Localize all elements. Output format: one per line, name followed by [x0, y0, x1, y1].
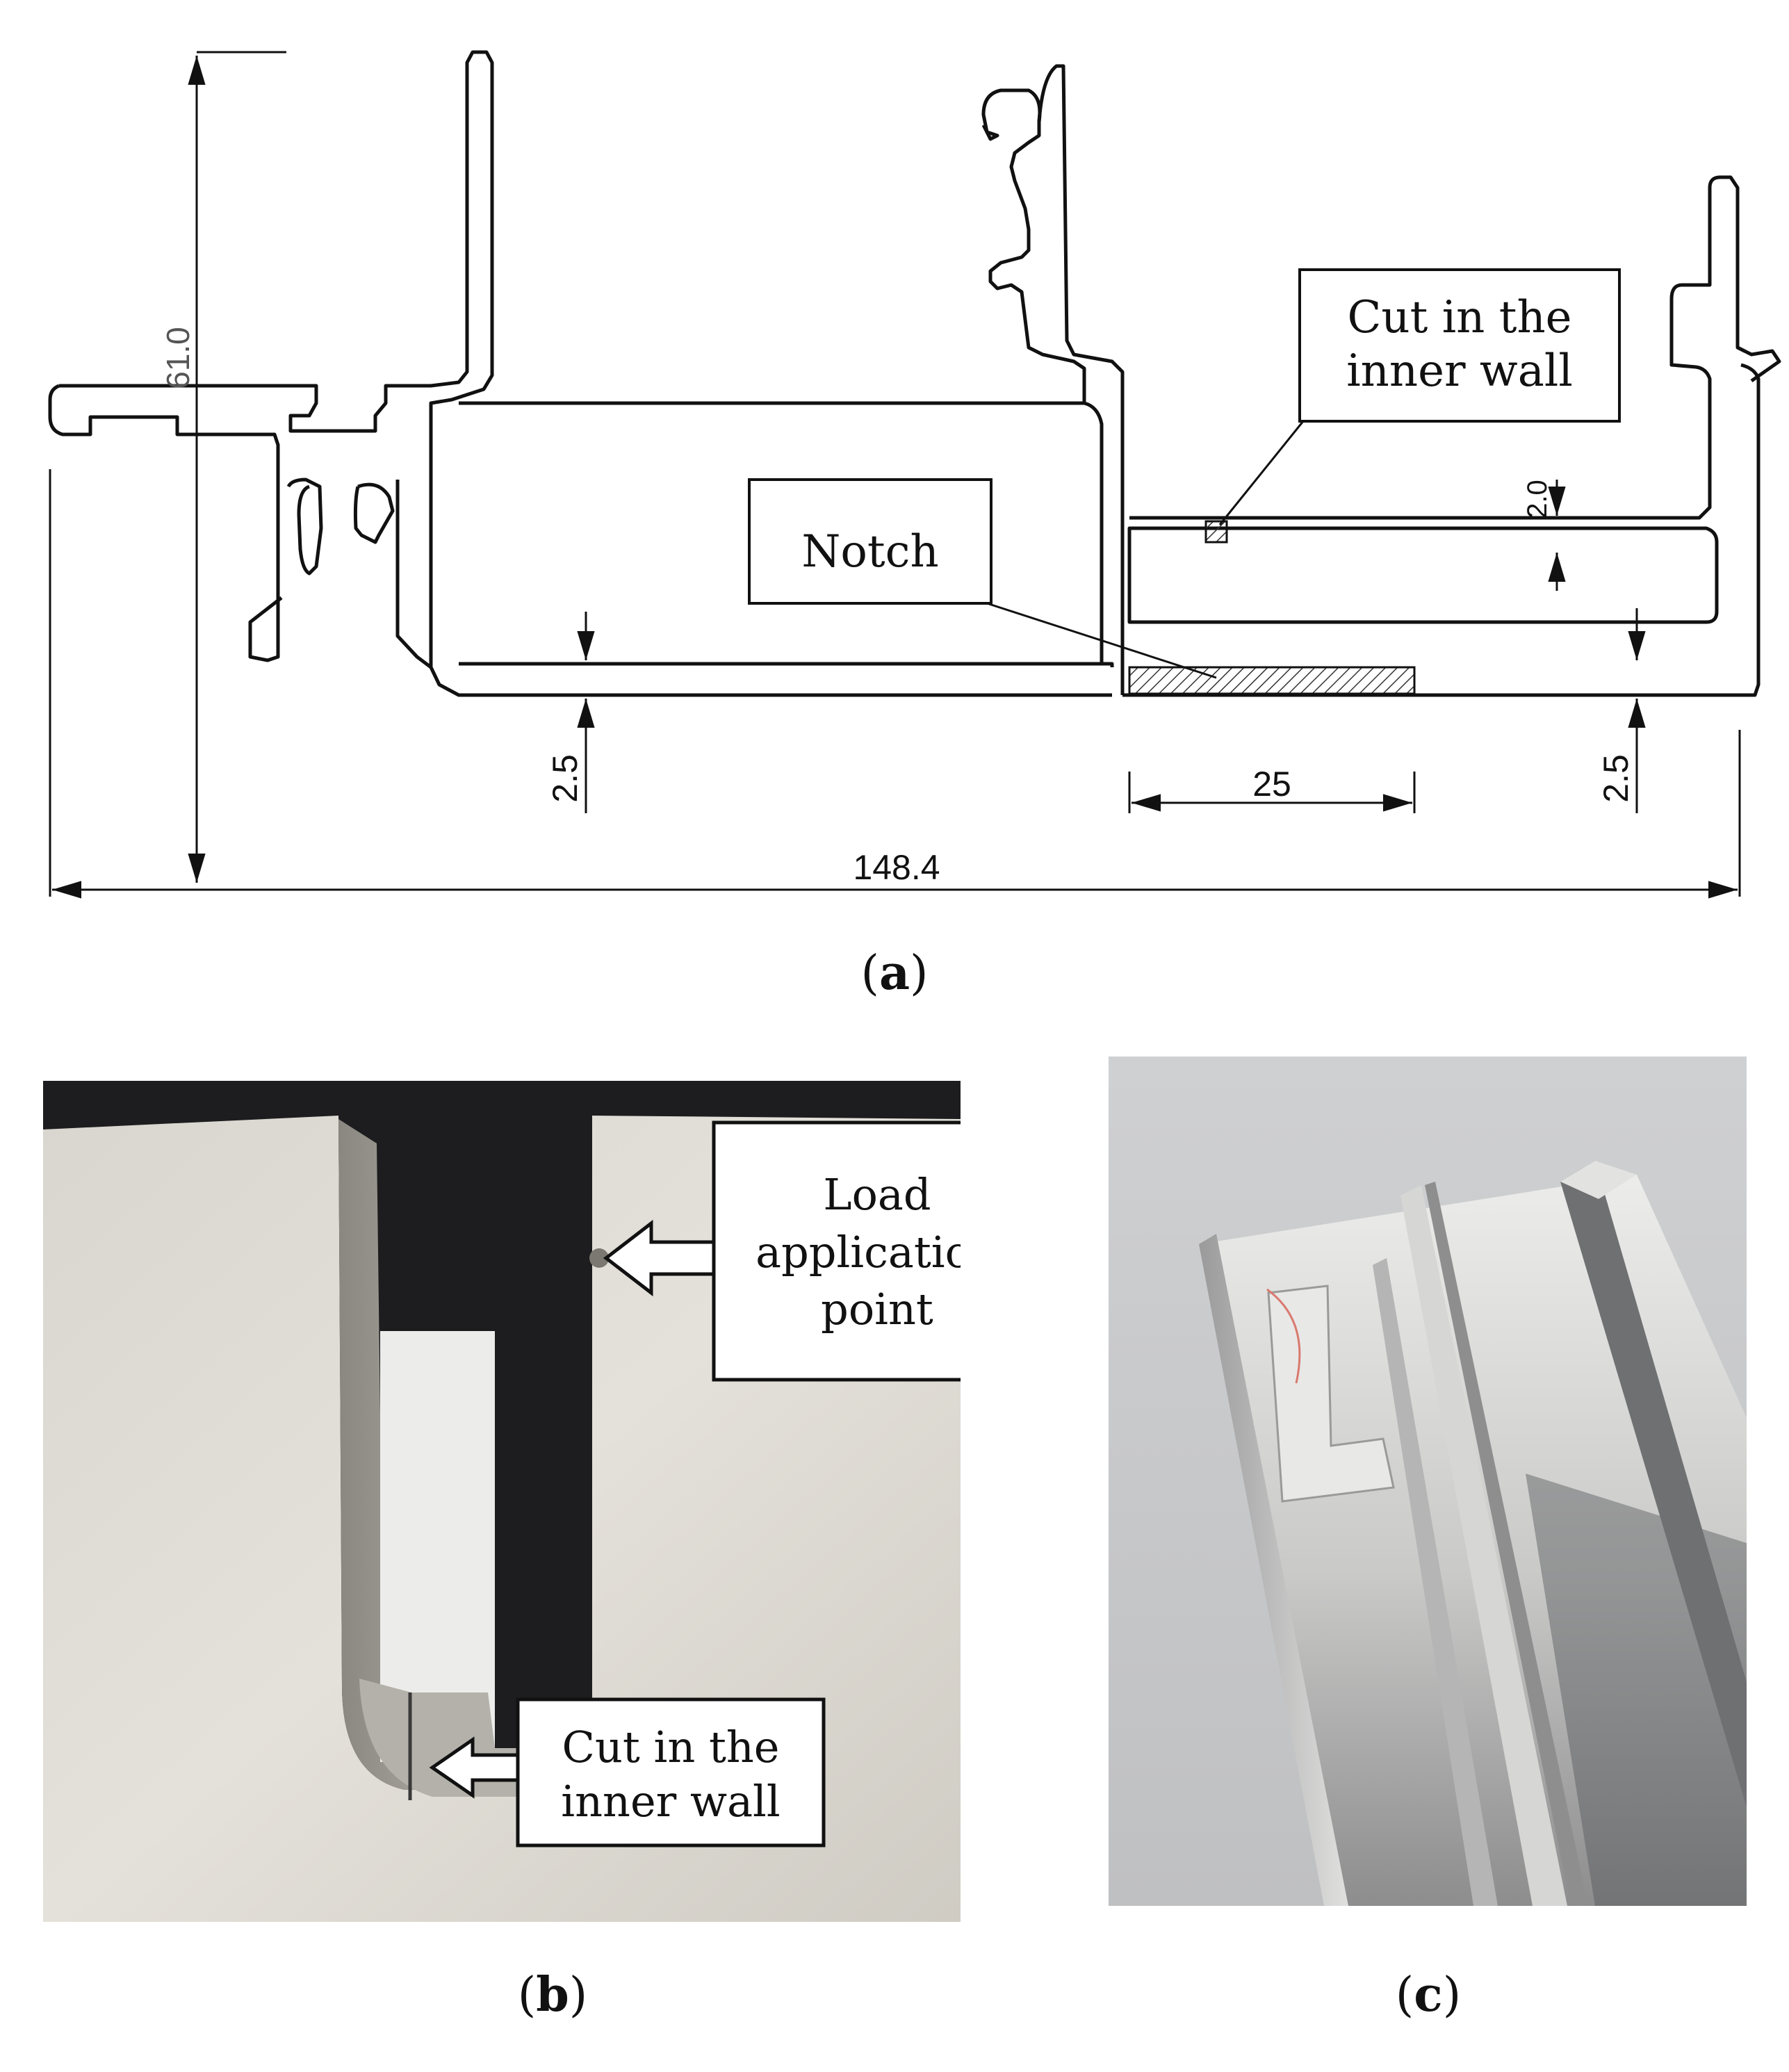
- dim-notch: [1128, 772, 1416, 813]
- caption-b: (b): [517, 1967, 588, 2023]
- callout-cut-b-arrow: [429, 1736, 520, 1799]
- callout-cut-b-box: [516, 1697, 826, 1847]
- photo-c-right-wall: [1560, 1161, 1747, 1807]
- callout-load-line1: Load: [823, 1169, 931, 1220]
- callout-load-arrow: [603, 1219, 716, 1297]
- callout-cut-box: [1298, 268, 1621, 423]
- dim-wall-left-label: 2.5: [546, 754, 585, 803]
- callout-notch-label: Notch: [801, 526, 938, 578]
- dim-width-label: 148.4: [853, 848, 940, 887]
- dim-height-label: 61.0: [160, 327, 196, 389]
- callout-load-line3: point: [821, 1284, 933, 1335]
- photo-c-middle-rib-3: [1425, 1182, 1588, 1906]
- profile-outline: [48, 50, 1781, 697]
- photo-c-right-wall-top: [1560, 1161, 1637, 1199]
- photo-b-slot-wall: [338, 1119, 544, 1790]
- photo-c-notch: [1267, 1284, 1395, 1503]
- dim-wall-right-label: 2.5: [1596, 754, 1635, 803]
- photo-b-load-mark: [589, 1248, 609, 1268]
- panel-b-photo: Load application point Cut in the inner …: [43, 1081, 961, 1922]
- panel-c-photo: [1109, 1057, 1747, 1906]
- callout-notch-leader: [986, 602, 1217, 679]
- photo-c-middle-rib-1: [1373, 1258, 1498, 1906]
- callout-cut-b-line1: Cut in the: [562, 1722, 780, 1772]
- photo-c-red-mark: [1266, 1288, 1301, 1384]
- callout-load-line2: application: [755, 1227, 961, 1278]
- caption-c: (c): [1395, 1967, 1462, 2023]
- panel-a-drawing: 61.0 148.4 2.5 2.5 25 2.0 Notch Cut in t…: [0, 0, 1789, 931]
- callout-load-box: [712, 1120, 961, 1382]
- dim-notch-label: 25: [1252, 765, 1291, 803]
- dim-height: [188, 51, 286, 883]
- photo-c-middle-rib-2: [1400, 1185, 1567, 1906]
- callout-cut-b-line2: inner wall: [561, 1776, 780, 1827]
- cut-hatch: [1204, 520, 1228, 544]
- dim-width: [49, 469, 1741, 899]
- callout-notch-box: [748, 478, 992, 605]
- dim-inner-wall-label: 2.0: [1522, 480, 1553, 519]
- notch-hatch: [1128, 666, 1416, 695]
- callout-cut-line1: Cut in the: [1347, 292, 1571, 343]
- callout-cut-line2: inner wall: [1346, 345, 1573, 397]
- caption-a: (a): [860, 945, 929, 1001]
- photo-c-left-wall: [1199, 1234, 1348, 1906]
- callout-cut-leader: [1218, 421, 1305, 525]
